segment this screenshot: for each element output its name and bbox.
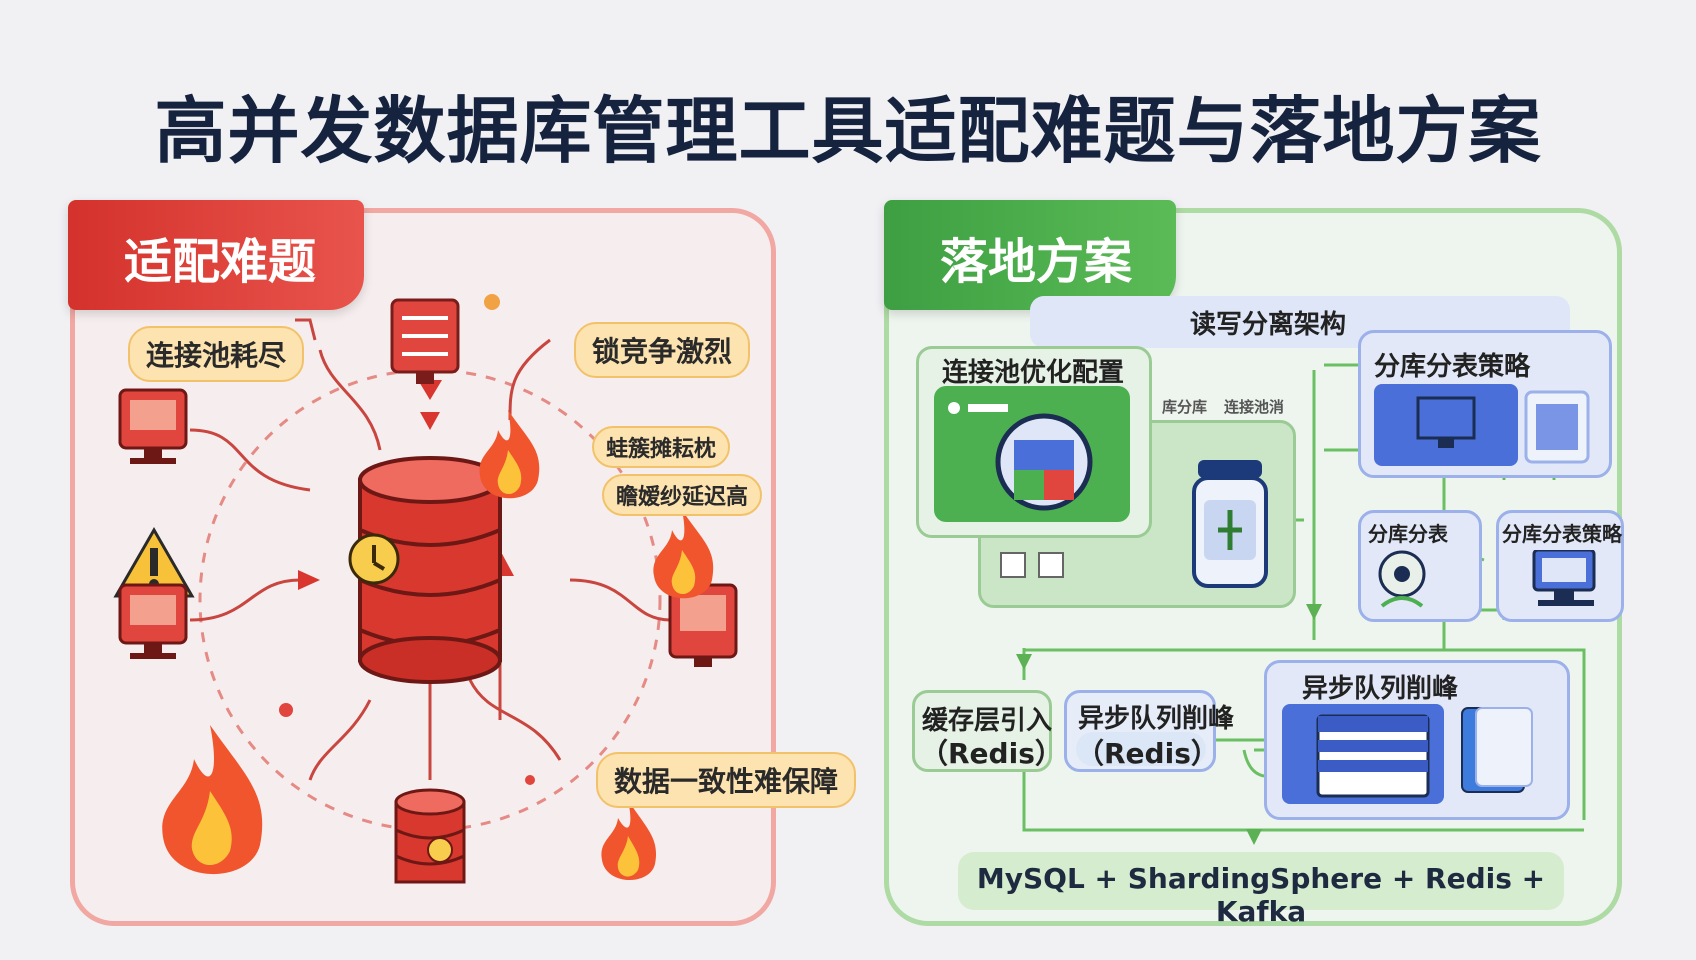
- arrow-down-icon: [418, 380, 442, 400]
- shard-icons: [1374, 384, 1590, 466]
- shard-sub-label-2: 分库分表策略: [1502, 522, 1622, 546]
- queue-illustration: [1282, 704, 1533, 804]
- tech-stack-label: MySQL + ShardingSphere + Redis + Kafka: [976, 862, 1546, 928]
- queue-label: 异步队列削峰: [1302, 674, 1459, 704]
- pool-opt-window: [934, 386, 1130, 522]
- tag-garbled-1: 蛙簇摊耘枕: [592, 426, 731, 468]
- rw-split-label: 读写分离架构: [1190, 310, 1347, 340]
- async-small-label: 异步队列削峰: [1078, 704, 1235, 734]
- tag-garbled-2: 瞻嫒纱延迟高: [602, 474, 763, 516]
- tag-pool-exhausted: 连接池耗尽: [128, 326, 305, 382]
- problems-diagram: [113, 294, 738, 884]
- flame-icon-2: [653, 510, 714, 599]
- cache-label: 缓存层引入: [922, 706, 1053, 736]
- monitor-icon-right: [668, 583, 738, 667]
- pool-opt-label: 连接池优化配置: [942, 358, 1125, 388]
- wait-clock-icon: [348, 533, 400, 585]
- tech-stack-bar: [958, 852, 1564, 910]
- flame-icon-4: [601, 800, 657, 881]
- server-icon-top: [390, 298, 460, 384]
- bottle-icon: [1192, 460, 1268, 588]
- connector-lines: [189, 318, 671, 781]
- solutions-heading: 落地方案: [884, 200, 1176, 310]
- doc-icon: [1038, 552, 1064, 578]
- arrow-right-icon: [298, 570, 320, 590]
- user-icon: [1378, 550, 1426, 608]
- cache-box: [912, 690, 1052, 772]
- desktop-icon: [1532, 550, 1596, 606]
- database-icon-bottom: [394, 788, 466, 884]
- tag-lock-contention: 锁竞争激烈: [574, 322, 751, 378]
- flame-icon-3: [162, 725, 263, 875]
- problems-heading: 适配难题: [68, 200, 364, 310]
- monitor-icon-left-top: [118, 388, 188, 464]
- mail-icon: [1000, 552, 1026, 578]
- cache-sub: （Redis）: [920, 737, 1063, 770]
- mini-label-left: 库分库: [1162, 398, 1208, 416]
- async-small-sub: （Redis）: [1076, 732, 1219, 770]
- page-title: 高并发数据库管理工具适配难题与落地方案: [154, 89, 1542, 173]
- shard-sub-label-1: 分库分表: [1368, 522, 1448, 546]
- monitor-icon-left-bottom: [118, 583, 188, 659]
- tag-consistency: 数据一致性难保障: [596, 752, 857, 808]
- flame-icon-1: [479, 410, 540, 499]
- shard-label: 分库分表策略: [1374, 352, 1531, 382]
- mini-label-right: 连接池消: [1224, 398, 1285, 416]
